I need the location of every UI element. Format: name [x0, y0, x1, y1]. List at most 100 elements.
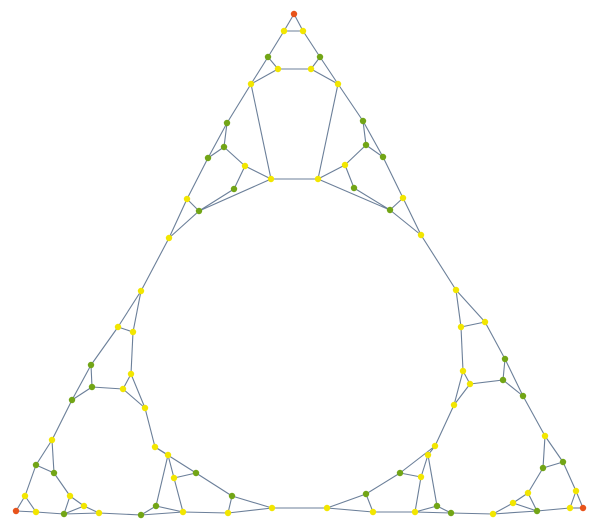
corner-node — [12, 507, 20, 515]
midpoint-node — [541, 432, 549, 440]
graph-edge — [414, 476, 422, 513]
graph-edge — [434, 404, 455, 447]
graph-edge — [186, 157, 209, 200]
graph-edge — [130, 373, 146, 409]
graph-edge — [469, 379, 504, 385]
graph-edge — [250, 83, 272, 180]
graph-edge — [492, 502, 514, 515]
graph-edge — [63, 512, 100, 515]
graph-edge — [414, 505, 438, 513]
inner-node — [362, 141, 370, 149]
inner-node — [316, 53, 324, 61]
graph-edge — [399, 445, 436, 474]
graph-edge — [512, 502, 538, 512]
midpoint-node — [114, 323, 122, 331]
inner-node — [359, 117, 367, 125]
inner-node — [60, 510, 68, 518]
graph-edge — [195, 472, 233, 497]
inner-node — [223, 119, 231, 127]
inner-node — [88, 383, 96, 391]
inner-node — [362, 490, 370, 498]
midpoint-node — [307, 65, 315, 73]
midpoint-node — [334, 80, 342, 88]
midpoint-node — [572, 487, 580, 495]
graph-edge — [362, 120, 367, 146]
graph-edge — [168, 198, 188, 239]
graph-edge — [267, 30, 285, 58]
graph-edge — [198, 188, 235, 212]
graph-edge — [293, 13, 304, 32]
graph-edge — [326, 493, 367, 509]
inner-node — [230, 185, 238, 193]
midpoint-node — [481, 318, 489, 326]
graph-edge — [389, 209, 422, 236]
graph-edge — [522, 395, 546, 437]
graph-edge — [244, 165, 272, 180]
graph-edge — [168, 210, 200, 239]
midpoint-node — [299, 27, 307, 35]
graph-edge — [173, 477, 184, 513]
graph-edge — [562, 461, 577, 492]
graph-edge — [250, 56, 269, 85]
inner-node — [396, 469, 404, 477]
inner-node — [533, 507, 541, 515]
graph-edge — [233, 165, 246, 190]
midpoint-node — [48, 436, 56, 444]
graph-edge — [344, 144, 367, 166]
graph-edge — [337, 83, 364, 122]
midpoint-node — [95, 509, 103, 517]
graph-edge — [71, 386, 93, 401]
graph-edge — [24, 464, 37, 497]
graph-edge — [223, 122, 228, 148]
graph-edge — [182, 511, 229, 514]
inner-node — [195, 207, 203, 215]
graph-edge — [140, 511, 184, 516]
midpoint-node — [224, 509, 232, 517]
graph-edge — [365, 472, 401, 495]
midpoint-node — [267, 175, 275, 183]
graph-edge — [223, 146, 246, 167]
midpoint-node — [137, 287, 145, 295]
graph-edge — [365, 144, 384, 158]
inner-node — [32, 461, 40, 469]
inner-node — [192, 469, 200, 477]
midpoint-node — [431, 442, 439, 450]
midpoint-node — [341, 161, 349, 169]
graph-edge — [91, 386, 124, 390]
corner-node — [290, 10, 298, 18]
midpoint-node — [466, 380, 474, 388]
inner-node — [559, 458, 567, 466]
graph-edge — [35, 464, 55, 474]
graph-edge — [414, 511, 452, 514]
graph-edge — [144, 407, 156, 448]
graph-edge — [319, 56, 339, 85]
graph-edge — [460, 321, 486, 328]
graph-edge — [460, 326, 464, 372]
graph-edge — [365, 493, 374, 513]
midpoint-node — [280, 27, 288, 35]
graph-edge — [527, 467, 544, 494]
midpoint-node — [459, 367, 467, 375]
midpoint-node — [524, 489, 532, 497]
graph-edge — [484, 321, 506, 360]
graph-edge — [132, 290, 142, 333]
graph-edge — [98, 512, 142, 516]
inner-node — [350, 184, 358, 192]
graph-edge — [227, 507, 273, 514]
graph-edge — [344, 164, 355, 189]
inner-node — [499, 376, 507, 384]
graph-edges — [15, 13, 584, 516]
midpoint-node — [141, 404, 149, 412]
graph-edge — [250, 68, 279, 85]
midpoint-node — [509, 499, 517, 507]
graph-edge — [71, 364, 92, 401]
graph-edge — [362, 120, 384, 158]
graph-edge — [15, 510, 37, 513]
midpoint-node — [450, 401, 458, 409]
graph-edge — [173, 472, 197, 479]
graph-edge — [302, 30, 321, 58]
graph-edge — [542, 461, 564, 469]
inner-node — [379, 153, 387, 161]
midpoint-node — [80, 502, 88, 510]
